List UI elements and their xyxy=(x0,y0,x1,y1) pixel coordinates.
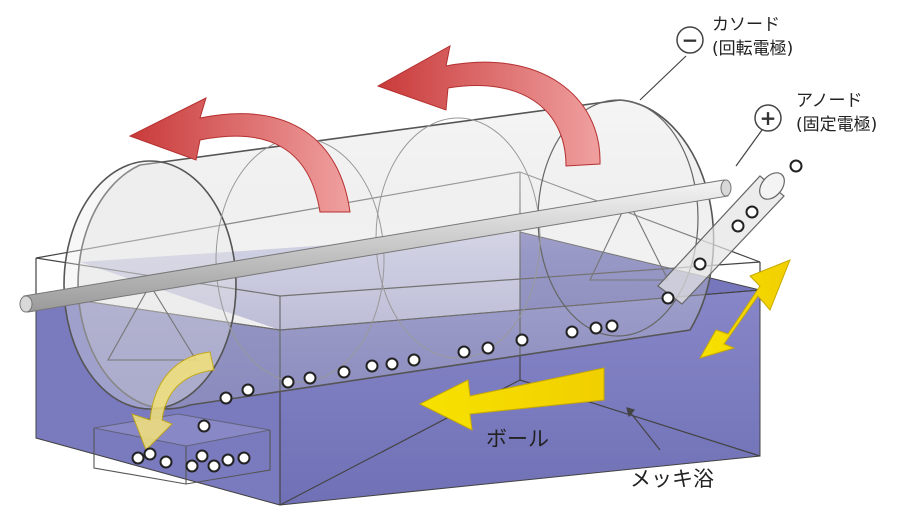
rotation-arrow-left xyxy=(128,97,351,213)
ball xyxy=(185,459,199,473)
anode-label: アノード xyxy=(796,91,862,111)
cathode-sublabel: (回転電極) xyxy=(712,39,793,59)
ball xyxy=(207,459,221,473)
ball xyxy=(281,375,295,389)
ball xyxy=(143,447,157,461)
cathode-label: カソード xyxy=(712,15,780,35)
ball xyxy=(745,205,759,219)
ball xyxy=(605,319,619,333)
svg-text:+: + xyxy=(760,106,777,130)
ball xyxy=(195,449,209,463)
bath-label: メッキ浴 xyxy=(630,467,714,491)
ball xyxy=(481,341,495,355)
flow-arrow-balls xyxy=(418,367,605,431)
balls xyxy=(131,159,803,473)
ball xyxy=(197,419,211,433)
ball xyxy=(407,353,421,367)
ball xyxy=(337,365,351,379)
svg-text:−: − xyxy=(682,28,699,52)
ball xyxy=(731,219,745,233)
ball xyxy=(159,455,173,469)
ball xyxy=(241,383,255,397)
ball xyxy=(515,333,529,347)
ball xyxy=(589,321,603,335)
ball xyxy=(661,291,675,305)
ball xyxy=(237,451,251,465)
anode-sublabel: (固定電極) xyxy=(796,115,877,135)
ball xyxy=(385,357,399,371)
leader-lines xyxy=(626,55,763,451)
cathode-drum xyxy=(63,99,715,410)
balls-label: ボール xyxy=(486,427,549,451)
ball xyxy=(693,257,707,271)
ball xyxy=(219,391,233,405)
anode-symbol: + xyxy=(754,104,782,132)
ball xyxy=(457,345,471,359)
anode-rod xyxy=(19,179,732,313)
ball xyxy=(789,159,803,173)
ball xyxy=(365,359,379,373)
ball xyxy=(221,453,235,467)
ball xyxy=(303,371,317,385)
ball xyxy=(565,325,579,339)
flow-arrow-inlet xyxy=(698,259,791,359)
ball xyxy=(131,451,145,465)
cathode-symbol: − xyxy=(676,26,704,54)
rotation-arrow-right xyxy=(376,45,601,167)
